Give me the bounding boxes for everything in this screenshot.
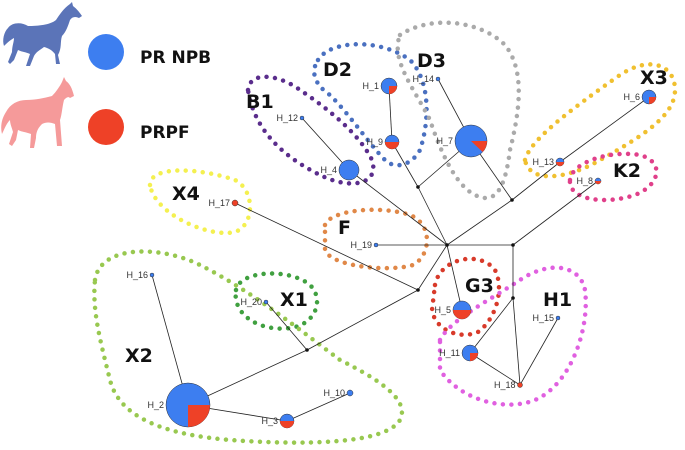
median-vector-node	[305, 348, 309, 352]
haplotype-label: H_7	[436, 136, 453, 146]
network-edge	[391, 141, 419, 188]
horse-icon	[1, 77, 74, 148]
network-edge	[469, 297, 514, 354]
median-vector-node	[416, 185, 420, 189]
group-outline-x1	[233, 271, 320, 331]
haplotype-label: H_8	[576, 176, 593, 186]
haplotype-node-h-1: H_1	[362, 77, 398, 95]
group-outline-g3	[429, 256, 502, 337]
pr-npb-legend-dot	[88, 34, 124, 70]
haplotype-node-h-10: H_10	[323, 388, 354, 398]
haplotype-label: H_2	[147, 400, 164, 410]
haplotype-label: H_9	[366, 137, 383, 147]
haplotype-label: H_12	[276, 113, 298, 123]
group-label-g3: G3	[465, 275, 494, 297]
haplotype-node-h-17: H_17	[208, 198, 239, 208]
haplotype-node-h-19: H_19	[350, 240, 379, 250]
group-outline-x2	[92, 249, 405, 445]
haplotype-label: H_11	[439, 348, 460, 358]
group-label-x4: X4	[172, 183, 200, 205]
prpf-legend-dot	[88, 109, 124, 145]
haplotype-node-h-2: H_2	[147, 382, 211, 428]
group-label-x1: X1	[280, 289, 308, 311]
group-label-x2: X2	[125, 345, 153, 367]
network-edge	[417, 244, 448, 291]
network-edge	[512, 180, 599, 246]
group-outline-b1	[245, 74, 376, 186]
median-vector-node	[511, 296, 515, 300]
network-edge	[286, 392, 351, 422]
network-edge	[234, 202, 419, 291]
group-label-h1: H1	[543, 289, 572, 311]
haplotype-label: H_17	[208, 198, 230, 208]
group-label-f: F	[338, 217, 351, 239]
network-edge	[306, 289, 419, 351]
haplotype-node-h-11: H_11	[439, 344, 479, 362]
horse-icon	[3, 2, 82, 66]
network-edge	[469, 352, 521, 386]
haplotype-label: H_16	[126, 270, 148, 280]
median-vector-node	[445, 243, 449, 247]
haplotype-label: H_19	[350, 240, 372, 250]
network-edge	[446, 199, 513, 246]
haplotype-node-h-18: H_18	[494, 380, 523, 390]
network-edge	[388, 85, 393, 143]
haplotype-label: H_5	[434, 305, 451, 315]
group-label-x3: X3	[640, 67, 668, 89]
group-outline-d3	[395, 20, 521, 201]
legend: PR NPB PRPF	[1, 2, 211, 148]
network-edge	[559, 96, 650, 163]
network-edge	[446, 244, 463, 311]
group-label-d3: D3	[417, 50, 446, 72]
network-edge	[417, 186, 448, 246]
group-label-k2: K2	[613, 160, 641, 182]
legend-label-pr-npb: PR NPB	[140, 48, 211, 68]
network-edge	[151, 274, 189, 406]
haplotype-label: H_15	[532, 313, 554, 323]
haplotype-label: H_4	[320, 165, 337, 175]
haplotype-node-h-14: H_14	[412, 74, 441, 84]
group-label-d2: D2	[323, 59, 352, 81]
haplotype-node-h-8: H_8	[576, 176, 602, 186]
haplotype-label: H_6	[623, 92, 640, 102]
haplotype-node-h-7: H_7	[436, 124, 488, 158]
group-outline-x4	[147, 168, 253, 236]
group-label-b1: B1	[246, 91, 274, 113]
median-vector-node	[416, 288, 420, 292]
haplotype-node-h-4: H_4	[320, 159, 360, 181]
group-outline-d2	[312, 42, 429, 168]
network-edge	[301, 117, 350, 171]
median-vector-node	[510, 198, 514, 202]
haplotype-label: H_10	[323, 388, 345, 398]
haplotype-label: H_20	[240, 297, 262, 307]
network-edge	[519, 317, 559, 386]
network-edge	[348, 169, 448, 246]
group-outline-h1	[437, 265, 588, 407]
haplotype-node-h-15: H_15	[532, 313, 561, 323]
haplotype-node-h-12: H_12	[276, 113, 305, 123]
haplotype-node-h-13: H_13	[532, 157, 565, 167]
group-outline-k2	[567, 151, 659, 203]
haplotype-node-h-6: H_6	[623, 89, 657, 105]
haplotype-label: H_18	[494, 380, 516, 390]
haplotype-label: H_1	[362, 81, 379, 91]
haplotype-label: H_3	[261, 416, 278, 426]
haplotype-node-h-9: H_9	[366, 134, 400, 150]
haplotype-node-h-20: H_20	[240, 297, 269, 307]
network-edge	[265, 301, 308, 351]
legend-label-prpf: PRPF	[140, 123, 190, 143]
haplotype-label: H_13	[532, 157, 554, 167]
haplotype-label: H_14	[412, 74, 434, 84]
network-edge	[512, 297, 521, 386]
haplotype-node-h-5: H_5	[434, 300, 472, 320]
median-vector-node	[511, 243, 515, 247]
haplotype-node-h-3: H_3	[261, 413, 295, 429]
network-edge	[511, 161, 561, 201]
haplotype-node-h-16: H_16	[126, 270, 155, 280]
